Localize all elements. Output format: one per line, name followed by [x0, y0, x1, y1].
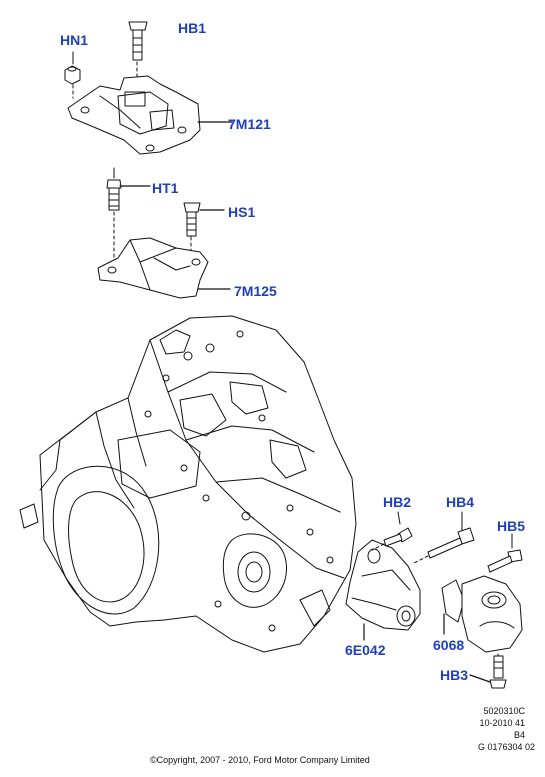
- label-hb5[interactable]: HB5: [497, 518, 526, 534]
- bracket-6e042-drawing: [345, 539, 421, 641]
- copyright-text: ©Copyright, 2007 - 2010, Ford Motor Comp…: [150, 755, 370, 765]
- label-hs1[interactable]: HS1: [228, 204, 256, 220]
- bolt-hb2-drawing: [371, 511, 413, 551]
- label-hn1[interactable]: HN1: [60, 32, 89, 48]
- bolt-hs1-drawing: [183, 202, 225, 253]
- bolt-hb4-drawing: [411, 511, 475, 565]
- label-hb3[interactable]: HB3: [440, 667, 469, 683]
- label-7m125[interactable]: 7M125: [234, 283, 277, 299]
- label-hb1[interactable]: HB1: [178, 20, 207, 36]
- ref-code-1: 5020310C: [483, 706, 525, 716]
- insulator-6068-drawing: [441, 575, 523, 653]
- ref-code-3: B4: [513, 730, 525, 740]
- ref-code-2: 10-2010 41: [479, 718, 525, 728]
- label-ht1[interactable]: HT1: [152, 180, 179, 196]
- ref-code-4: G 0176304 02: [477, 742, 535, 752]
- bolt-hb1-drawing: [128, 21, 148, 89]
- label-6068[interactable]: 6068: [433, 637, 465, 653]
- label-hb2[interactable]: HB2: [383, 494, 412, 510]
- nut-hn1-drawing: [64, 51, 81, 99]
- label-6e042[interactable]: 6E042: [345, 642, 386, 658]
- label-7m121[interactable]: 7M121: [228, 116, 271, 132]
- label-hb4[interactable]: HB4: [446, 494, 475, 510]
- stud-ht1-drawing: [106, 167, 151, 263]
- bracket-7m121-drawing: [67, 75, 233, 155]
- transmission-housing-drawing: [19, 315, 357, 653]
- bracket-7m125-drawing: [97, 237, 231, 299]
- bolt-hb5-drawing: [487, 533, 523, 573]
- bolt-hb3-drawing: [469, 653, 507, 689]
